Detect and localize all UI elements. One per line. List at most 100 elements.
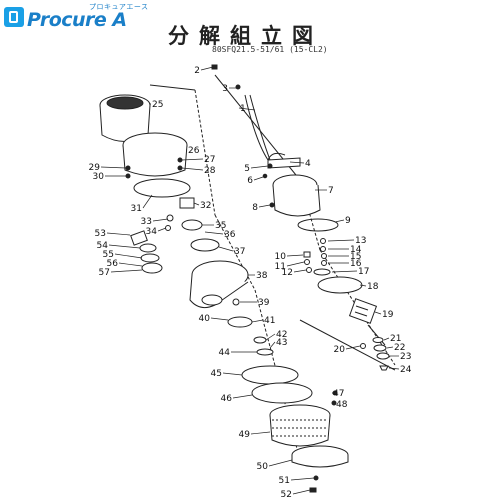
leader-line-29 — [100, 166, 127, 169]
part-number-label-26: 26 — [188, 146, 200, 156]
part-number-label-22: 22 — [394, 343, 405, 353]
logo-katakana: プロキュアエース — [89, 3, 149, 11]
part-number-label-37: 37 — [234, 247, 245, 257]
leader-line-51 — [290, 477, 315, 481]
logo-name: Procure A — [27, 9, 127, 31]
part-7-motor-frame — [272, 174, 321, 217]
part-19-rotor — [348, 298, 386, 346]
part-number-label-9: 9 — [345, 216, 351, 226]
part-number-label-54: 54 — [97, 241, 109, 251]
guide-line — [299, 319, 396, 371]
leader-line-13 — [327, 239, 355, 242]
part-50-base-plate — [291, 445, 349, 468]
part-10-12-fasteners — [303, 251, 312, 273]
part-32-block — [179, 197, 195, 209]
leader-line-50 — [268, 459, 293, 467]
guide-line — [194, 89, 216, 216]
part-number-label-16: 16 — [350, 259, 362, 269]
part-number-label-11: 11 — [275, 262, 286, 272]
leader-line-6 — [253, 176, 264, 181]
part-number-label-33: 33 — [141, 217, 152, 227]
part-number-label-51: 51 — [279, 476, 290, 486]
leader-line-2 — [200, 66, 214, 71]
leader-line-54 — [108, 244, 141, 249]
part-4-cable-clamp — [267, 157, 301, 169]
part-number-label-55: 55 — [103, 250, 114, 260]
part-40-44-impeller-set — [227, 298, 274, 356]
part-number-label-42: 42 — [276, 330, 287, 340]
part-number-label-23: 23 — [400, 352, 411, 362]
leader-line-53 — [106, 232, 131, 236]
part-number-label-1: 1 — [240, 104, 246, 114]
leader-line-52 — [292, 489, 311, 495]
part-26-stator-housing — [122, 132, 188, 177]
part-number-label-34: 34 — [146, 227, 158, 237]
part-number-label-7: 7 — [328, 186, 334, 196]
part-number-label-27: 27 — [204, 155, 215, 165]
part-number-label-10: 10 — [275, 252, 287, 262]
guide-line — [319, 249, 396, 366]
part-number-label-41: 41 — [264, 316, 275, 326]
part-number-label-24: 24 — [400, 365, 412, 375]
part-9-o-ring — [297, 218, 339, 232]
logo-mark-icon — [4, 7, 24, 27]
part-number-label-36: 36 — [224, 230, 236, 240]
part-number-label-21: 21 — [390, 334, 401, 344]
part-13-17-seal-parts — [313, 238, 331, 276]
part-20-24-bearing-set — [360, 337, 390, 371]
part-18-bracket — [317, 276, 363, 294]
part-number-label-18: 18 — [367, 282, 379, 292]
part-number-label-44: 44 — [219, 348, 231, 358]
part-38-pump-casing — [189, 260, 249, 309]
guide-line — [149, 84, 196, 91]
part-number-label-5: 5 — [244, 164, 250, 174]
part-31-flange — [133, 178, 191, 198]
part-number-label-29: 29 — [89, 163, 101, 173]
leader-line-20 — [345, 345, 361, 350]
leader-line-21 — [383, 337, 390, 341]
leader-line-31 — [142, 194, 153, 209]
part-number-label-4: 4 — [305, 159, 311, 169]
leader-line-33 — [152, 218, 169, 222]
part-49-strainer — [269, 404, 331, 447]
part-number-label-40: 40 — [199, 314, 211, 324]
leader-line-5 — [250, 165, 269, 169]
procure-a-logo[interactable]: プロキュアエース Procure A — [4, 4, 149, 30]
part-number-label-3: 3 — [222, 84, 228, 94]
part-number-label-47: 47 — [333, 389, 344, 399]
leader-line-36 — [204, 231, 224, 235]
part-number-label-46: 46 — [221, 394, 233, 404]
part-number-label-52: 52 — [281, 490, 292, 500]
part-25-motor-cover — [99, 94, 151, 142]
part-53-57-discharge-fitting — [130, 230, 163, 274]
leader-line-1 — [238, 107, 256, 111]
part-number-label-15: 15 — [350, 252, 361, 262]
leader-line-48 — [334, 402, 337, 405]
part-number-label-28: 28 — [204, 166, 216, 176]
part-35-37-seal-set — [165, 214, 220, 252]
leader-line-24 — [388, 367, 400, 370]
leader-line-9 — [334, 219, 345, 223]
power-cable — [249, 94, 273, 166]
part-number-label-12: 12 — [282, 268, 293, 278]
leader-line-46 — [232, 394, 253, 399]
part-number-label-45: 45 — [211, 369, 222, 379]
part-number-label-2: 2 — [194, 66, 200, 76]
leader-line-12 — [293, 269, 307, 273]
part-number-label-38: 38 — [256, 271, 268, 281]
leader-line-10 — [286, 254, 304, 257]
part-number-label-20: 20 — [334, 345, 346, 355]
part-number-label-31: 31 — [131, 204, 142, 214]
leader-line-22 — [386, 346, 394, 349]
part-number-label-50: 50 — [257, 462, 269, 472]
part-2-3-5-6-8-small-parts — [125, 64, 338, 406]
leader-line-19 — [374, 311, 382, 315]
leader-line-49 — [250, 431, 271, 435]
leader-line-4 — [289, 161, 305, 164]
leader-line-40 — [210, 317, 229, 321]
part-number-label-25: 25 — [152, 100, 163, 110]
part-number-label-43: 43 — [276, 338, 287, 348]
leader-line-42 — [265, 333, 276, 341]
